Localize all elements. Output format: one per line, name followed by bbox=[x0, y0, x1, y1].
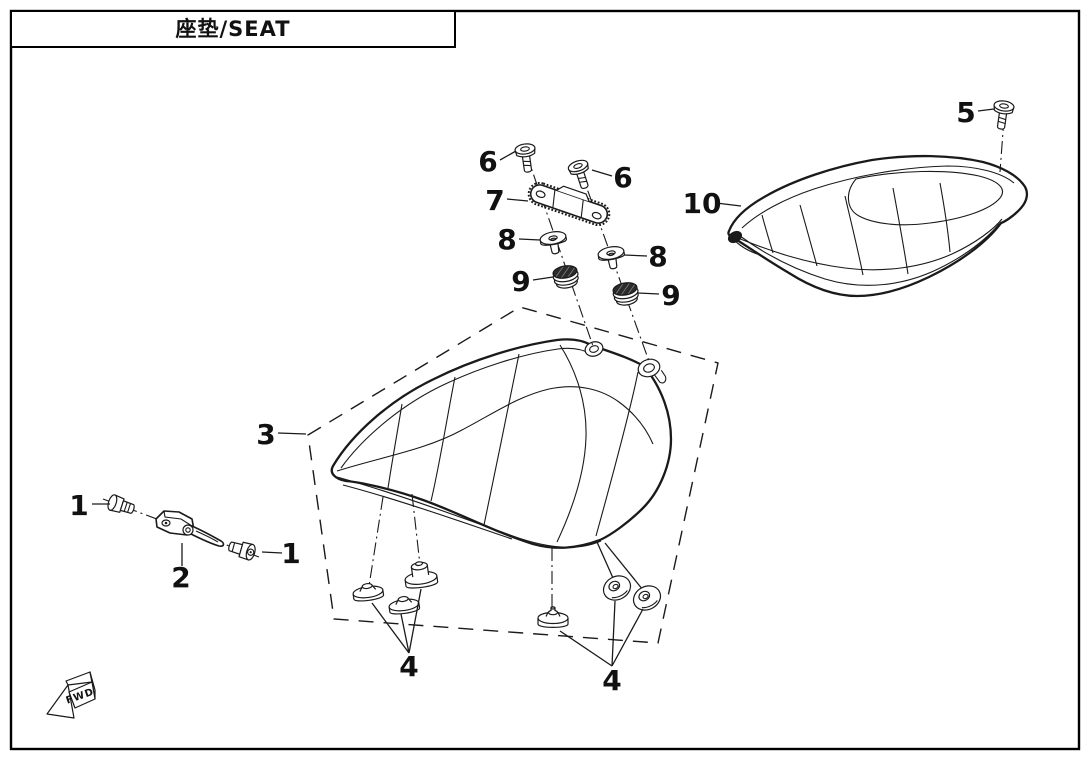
callout-4-right: 4 bbox=[602, 664, 621, 697]
title-box bbox=[10, 10, 456, 48]
callout-3: 3 bbox=[256, 418, 275, 451]
screw-6-right-drawing bbox=[566, 157, 596, 192]
washer-8-right-drawing bbox=[596, 244, 628, 272]
callout-8-right: 8 bbox=[648, 240, 667, 273]
bumper-4-f-drawing bbox=[628, 580, 666, 616]
seat-tab-right bbox=[637, 358, 667, 384]
grommet-9-left-drawing bbox=[550, 263, 581, 291]
callout-1-right: 1 bbox=[281, 537, 300, 570]
screw-5-drawing bbox=[990, 99, 1016, 132]
bumper-4-c-drawing bbox=[387, 593, 421, 616]
page-title: 座垫/SEAT bbox=[175, 17, 290, 41]
bumper-4-d-drawing bbox=[537, 606, 569, 628]
retainer-bracket-drawing bbox=[527, 181, 611, 227]
screw-6-left-drawing bbox=[513, 142, 539, 175]
grommet-9-right-drawing bbox=[610, 280, 641, 308]
fwd-direction-arrow: FWD bbox=[46, 671, 96, 719]
callout-9-right: 9 bbox=[661, 279, 680, 312]
callout-10: 10 bbox=[683, 187, 722, 220]
callout-2: 2 bbox=[171, 561, 190, 594]
rear-seat-nose-detail bbox=[727, 230, 743, 244]
callout-leader-lines bbox=[92, 108, 995, 566]
callout-4-left: 4 bbox=[399, 650, 418, 683]
callout-6-left: 6 bbox=[478, 145, 497, 178]
seat-tab-left bbox=[584, 341, 604, 357]
rear-seat-drawing bbox=[727, 154, 1029, 298]
callout-8-left: 8 bbox=[497, 223, 516, 256]
callout-7: 7 bbox=[485, 184, 504, 217]
callout-1-left: 1 bbox=[69, 489, 88, 522]
bumper-4-b-drawing bbox=[402, 559, 439, 591]
bumper-4-e-drawing bbox=[598, 570, 636, 606]
bolt-1-right-drawing bbox=[226, 537, 258, 562]
callout-5: 5 bbox=[956, 96, 975, 129]
dashed-assembly-boundary bbox=[307, 306, 719, 644]
callout-6-right: 6 bbox=[613, 161, 632, 194]
callout-9-left: 9 bbox=[511, 265, 530, 298]
bolt-1-left-drawing bbox=[105, 493, 137, 518]
callout-labels: 1 1 2 3 4 4 5 6 6 7 8 8 9 9 10 bbox=[69, 96, 975, 697]
bumper-4-a-drawing bbox=[351, 580, 385, 603]
seat-latch-drawing bbox=[155, 510, 225, 547]
main-seat-drawing bbox=[330, 338, 673, 549]
washer-8-left-drawing bbox=[538, 229, 570, 257]
page-border bbox=[9, 9, 1081, 751]
callout-fan-lines bbox=[371, 588, 644, 667]
